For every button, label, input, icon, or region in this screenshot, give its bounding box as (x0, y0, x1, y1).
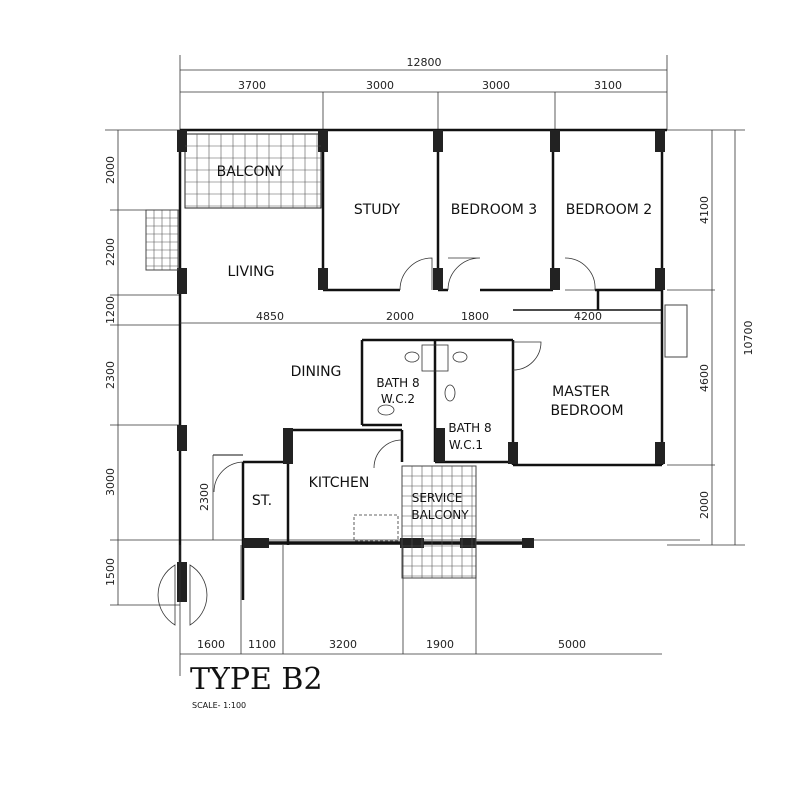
dim-top-2: 3000 (366, 79, 394, 92)
dim-right-2: 4600 (698, 364, 711, 392)
balcony-tiles (145, 133, 688, 579)
label-wc-2: W.C.2 (381, 392, 415, 406)
dim-top-4: 3100 (594, 79, 622, 92)
label-dining: DINING (291, 364, 342, 380)
room-labels: BALCONY STUDY BEDROOM 3 BEDROOM 2 LIVING… (217, 164, 653, 522)
dim-inner-4: 4200 (574, 310, 602, 323)
dim-top-1: 3700 (238, 79, 266, 92)
dim-inner-3: 1800 (461, 310, 489, 323)
dim-bottom-1: 1600 (197, 638, 225, 651)
dim-bottom-2: 1100 (248, 638, 276, 651)
label-bath-2: BATH 8 (376, 376, 419, 390)
inner-dimensions: 4850 2000 1800 4200 2300 (180, 310, 662, 511)
label-service-balcony: BALCONY (411, 508, 469, 522)
dim-top-total: 12800 (407, 56, 442, 69)
dim-left-3: 1200 (104, 296, 117, 324)
label-living: LIVING (228, 264, 275, 280)
right-dimensions: 4100 4600 2000 10700 (667, 129, 755, 546)
top-dimensions: 12800 3700 3000 3000 3100 (179, 55, 668, 130)
dim-store: 2300 (198, 483, 211, 511)
label-bedroom-3: BEDROOM 3 (451, 202, 537, 218)
label-master: MASTER (552, 384, 610, 400)
fixtures (353, 344, 468, 542)
label-bath-1: BATH 8 (448, 421, 491, 435)
dim-right-total: 10700 (742, 321, 755, 356)
plan-scale: SCALE- 1:100 (192, 701, 246, 710)
columns (177, 130, 665, 602)
dim-left-2: 2200 (104, 238, 117, 266)
dim-left-1: 2000 (104, 156, 117, 184)
bottom-dimensions: 1600 1100 3200 1900 5000 (179, 545, 662, 676)
dim-bottom-4: 1900 (426, 638, 454, 651)
dim-top-3: 3000 (482, 79, 510, 92)
label-bedroom-2: BEDROOM 2 (566, 202, 652, 218)
dim-bottom-5: 5000 (558, 638, 586, 651)
label-store: ST. (252, 493, 272, 509)
label-study: STUDY (354, 202, 401, 218)
dim-left-6: 1500 (104, 558, 117, 586)
label-service: SERVICE (412, 491, 463, 505)
dim-left-5: 3000 (104, 468, 117, 496)
dim-bottom-3: 3200 (329, 638, 357, 651)
dim-right-1: 4100 (698, 196, 711, 224)
doors (157, 257, 596, 626)
plan-title: TYPE B2 (190, 662, 323, 697)
label-balcony: BALCONY (217, 164, 284, 180)
walls (178, 128, 667, 600)
dim-right-3: 2000 (698, 491, 711, 519)
label-wc-1: W.C.1 (449, 438, 483, 452)
dim-inner-1: 4850 (256, 310, 284, 323)
label-master-bedroom: BEDROOM (550, 403, 623, 419)
dim-inner-2: 2000 (386, 310, 414, 323)
label-kitchen: KITCHEN (309, 475, 370, 491)
dim-left-4: 2300 (104, 361, 117, 389)
